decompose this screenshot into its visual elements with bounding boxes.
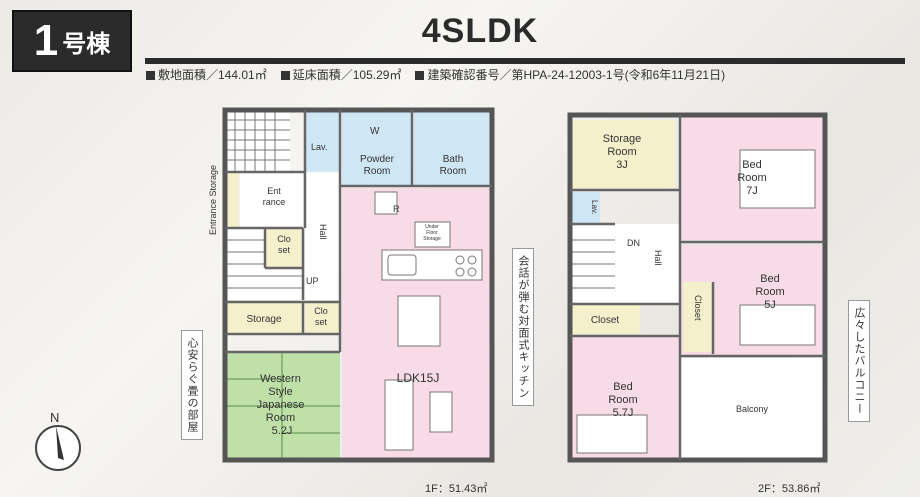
closet-fill (265, 228, 303, 268)
floor-2-inner-walls (570, 115, 825, 460)
f2-closet-a-label: Closet (591, 315, 620, 326)
closet-a-fill (570, 304, 640, 334)
closet2-fill (305, 302, 340, 334)
f1-hall-label: Hall (318, 224, 328, 240)
floor-2-outer-wall (567, 112, 828, 463)
compass: N (35, 410, 81, 471)
lav-fill-2f (570, 192, 600, 224)
title-rule (145, 58, 905, 64)
storage-room-fill (570, 120, 675, 188)
lav-fill (305, 110, 340, 172)
bed2-furniture (739, 304, 816, 346)
layout-title: 4SLDK (421, 12, 539, 50)
f1-storage-label: Storage (246, 314, 281, 325)
f1-up-label: UP (306, 276, 319, 286)
underfloor-hatch (414, 221, 451, 248)
f1-fridge-label: R (393, 204, 400, 214)
bed3-furniture (576, 414, 648, 454)
closet-b-fill (683, 282, 713, 352)
callout-japanese-room: 心安らぐ畳の部屋 (181, 330, 203, 440)
f2-lav-label: Lav. (590, 200, 599, 215)
spec-site-area: 敷地面積／144.01㎡ (146, 66, 267, 83)
floor-2-area: 2F：53.86㎡ (758, 483, 821, 495)
callout-kitchen: 会話が弾む対面式キッチン (512, 248, 534, 406)
stove-icon (455, 255, 477, 277)
f1-entrance-storage-label: Entrance Storage (208, 165, 218, 235)
hall-fill (305, 172, 340, 300)
tatami-mats (225, 352, 340, 460)
compass-needle-icon (56, 426, 64, 460)
powder-room-fill (342, 110, 412, 185)
spec-permit-number: 建築確認番号／第HPA-24-12003-1号(令和6年11月21日) (415, 66, 725, 83)
floor-1-area: 1F：51.43㎡ (425, 483, 488, 495)
floor-1-outer-wall (222, 107, 495, 463)
entrance-fill (240, 172, 303, 227)
tv-stand (429, 391, 453, 433)
f1-lav-label: Lav. (311, 142, 327, 152)
sink (387, 254, 417, 276)
bed1-furniture (739, 149, 816, 209)
stair-treads (225, 239, 303, 289)
f2-closet-b-label: Closet (693, 295, 703, 321)
entrance-storage-fill (225, 172, 239, 227)
spec-floor-area: 延床面積／105.29㎡ (280, 66, 401, 83)
bath-room-fill (414, 110, 492, 185)
f1-washer-label: W (370, 126, 380, 137)
callout-balcony: 広々したバルコニー (848, 300, 870, 422)
sofa (384, 379, 414, 451)
dining-table (397, 295, 441, 347)
f2-dn-label: DN (627, 238, 640, 248)
storage-fill (225, 302, 303, 334)
spec-line: 敷地面積／144.01㎡ 延床面積／105.29㎡ 建築確認番号／第HPA-24… (146, 66, 725, 83)
stair-treads-2f (570, 239, 615, 289)
building-badge: 1 号棟 (12, 10, 132, 72)
building-number: 1 (33, 16, 59, 65)
building-kind: 号棟 (62, 30, 111, 58)
fridge-box (374, 191, 398, 215)
porch-tile-grid (225, 110, 290, 172)
balcony-fill (680, 358, 825, 460)
f1-japanese-label: Western Style Japanese Room 5.2J (257, 373, 308, 437)
f2-balcony-label: Balcony (736, 404, 769, 414)
floor-1-inner-walls (225, 110, 492, 354)
f2-hall-label: Hall (653, 250, 663, 266)
compass-label: N (50, 410, 59, 425)
f1-ldk-label: LDK15J (397, 371, 440, 385)
